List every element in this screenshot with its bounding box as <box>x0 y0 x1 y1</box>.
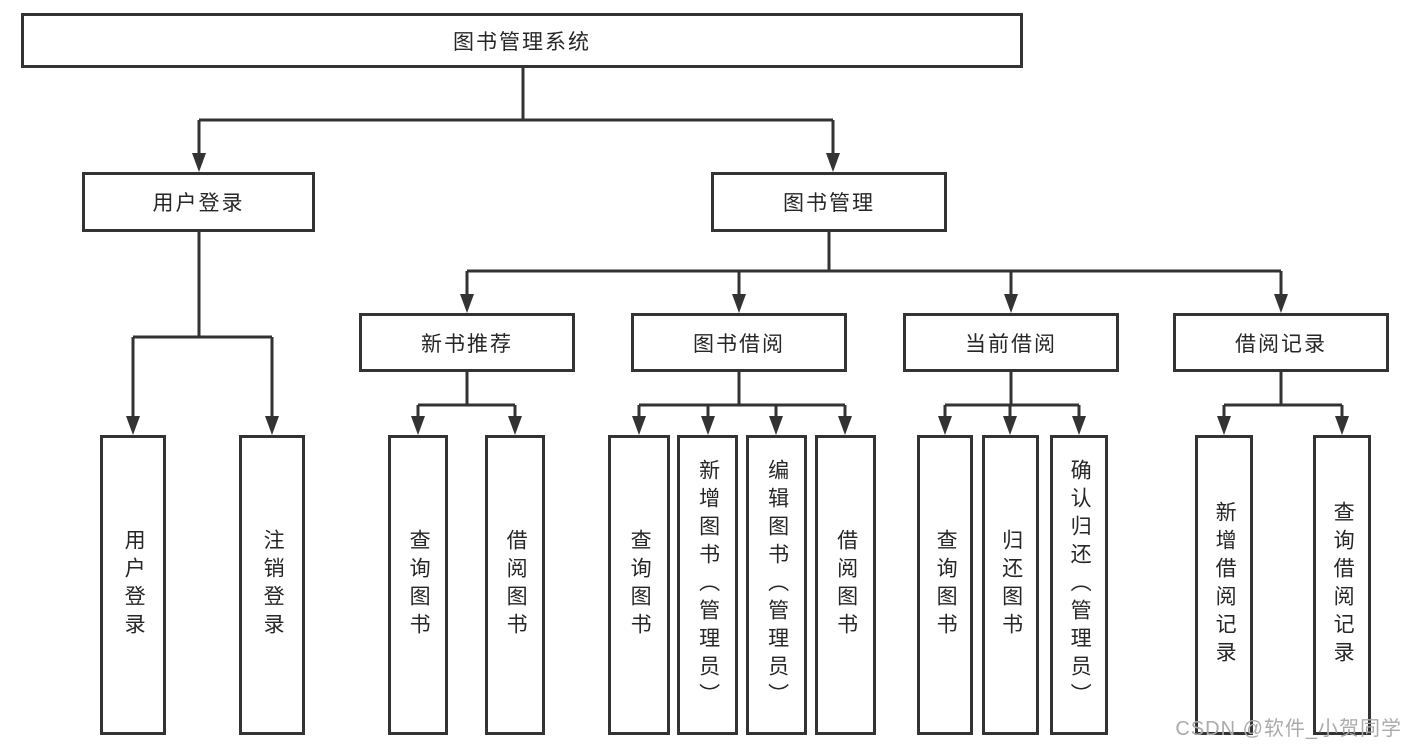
node-borrowing-records: 借阅记录 <box>1173 313 1389 372</box>
node-new-book-recommend: 新书推荐 <box>359 313 575 372</box>
leaf-query-books-recommend: 查询图书 <box>388 435 448 735</box>
node-label: 借阅图书 <box>834 529 858 641</box>
node-label: 新增借阅记录 <box>1213 501 1237 669</box>
node-label: 查询图书 <box>934 529 958 641</box>
leaf-add-borrow-record: 新增借阅记录 <box>1195 435 1253 735</box>
leaf-add-books-admin: 新增图书（管理员） <box>677 435 738 735</box>
leaf-confirm-return-admin: 确认归还（管理员） <box>1050 435 1108 735</box>
node-book-management: 图书管理 <box>711 172 947 232</box>
node-label: 归还图书 <box>999 529 1023 641</box>
node-label: 查询图书 <box>628 529 652 641</box>
csdn-watermark: CSDN @软件_小贺同学 <box>1175 718 1402 740</box>
leaf-query-borrow-record: 查询借阅记录 <box>1313 435 1371 735</box>
node-label: 当前借阅 <box>965 332 1057 356</box>
node-label: 用户登录 <box>122 529 146 641</box>
leaf-edit-books-admin: 编辑图书（管理员） <box>746 435 807 735</box>
leaf-query-books-borrowing: 查询图书 <box>608 435 670 735</box>
leaf-borrow-books-recommend: 借阅图书 <box>485 435 545 735</box>
node-label: 注销登录 <box>261 529 285 641</box>
node-label: 图书管理 <box>783 192 875 215</box>
node-root-system: 图书管理系统 <box>21 13 1023 68</box>
leaf-logout: 注销登录 <box>239 435 305 735</box>
node-label: 查询图书 <box>407 529 431 641</box>
node-label: 编辑图书（管理员） <box>765 459 789 711</box>
node-book-borrowing: 图书借阅 <box>631 313 847 372</box>
node-label: 新增图书（管理员） <box>696 459 720 711</box>
node-label: 图书借阅 <box>693 332 785 356</box>
node-user-login-branch: 用户登录 <box>82 172 315 232</box>
node-current-borrowing: 当前借阅 <box>903 313 1119 372</box>
node-label: 图书管理系统 <box>453 30 591 54</box>
leaf-user-login: 用户登录 <box>100 435 166 735</box>
node-label: 借阅图书 <box>504 529 528 641</box>
node-label: 查询借阅记录 <box>1331 501 1355 669</box>
leaf-return-books: 归还图书 <box>982 435 1039 735</box>
leaf-borrow-books-borrowing: 借阅图书 <box>815 435 876 735</box>
node-label: 新书推荐 <box>421 332 513 356</box>
node-label: 用户登录 <box>152 192 245 215</box>
node-label: 借阅记录 <box>1235 332 1327 356</box>
leaf-query-books-current: 查询图书 <box>917 435 973 735</box>
node-label: 确认归还（管理员） <box>1068 459 1092 711</box>
